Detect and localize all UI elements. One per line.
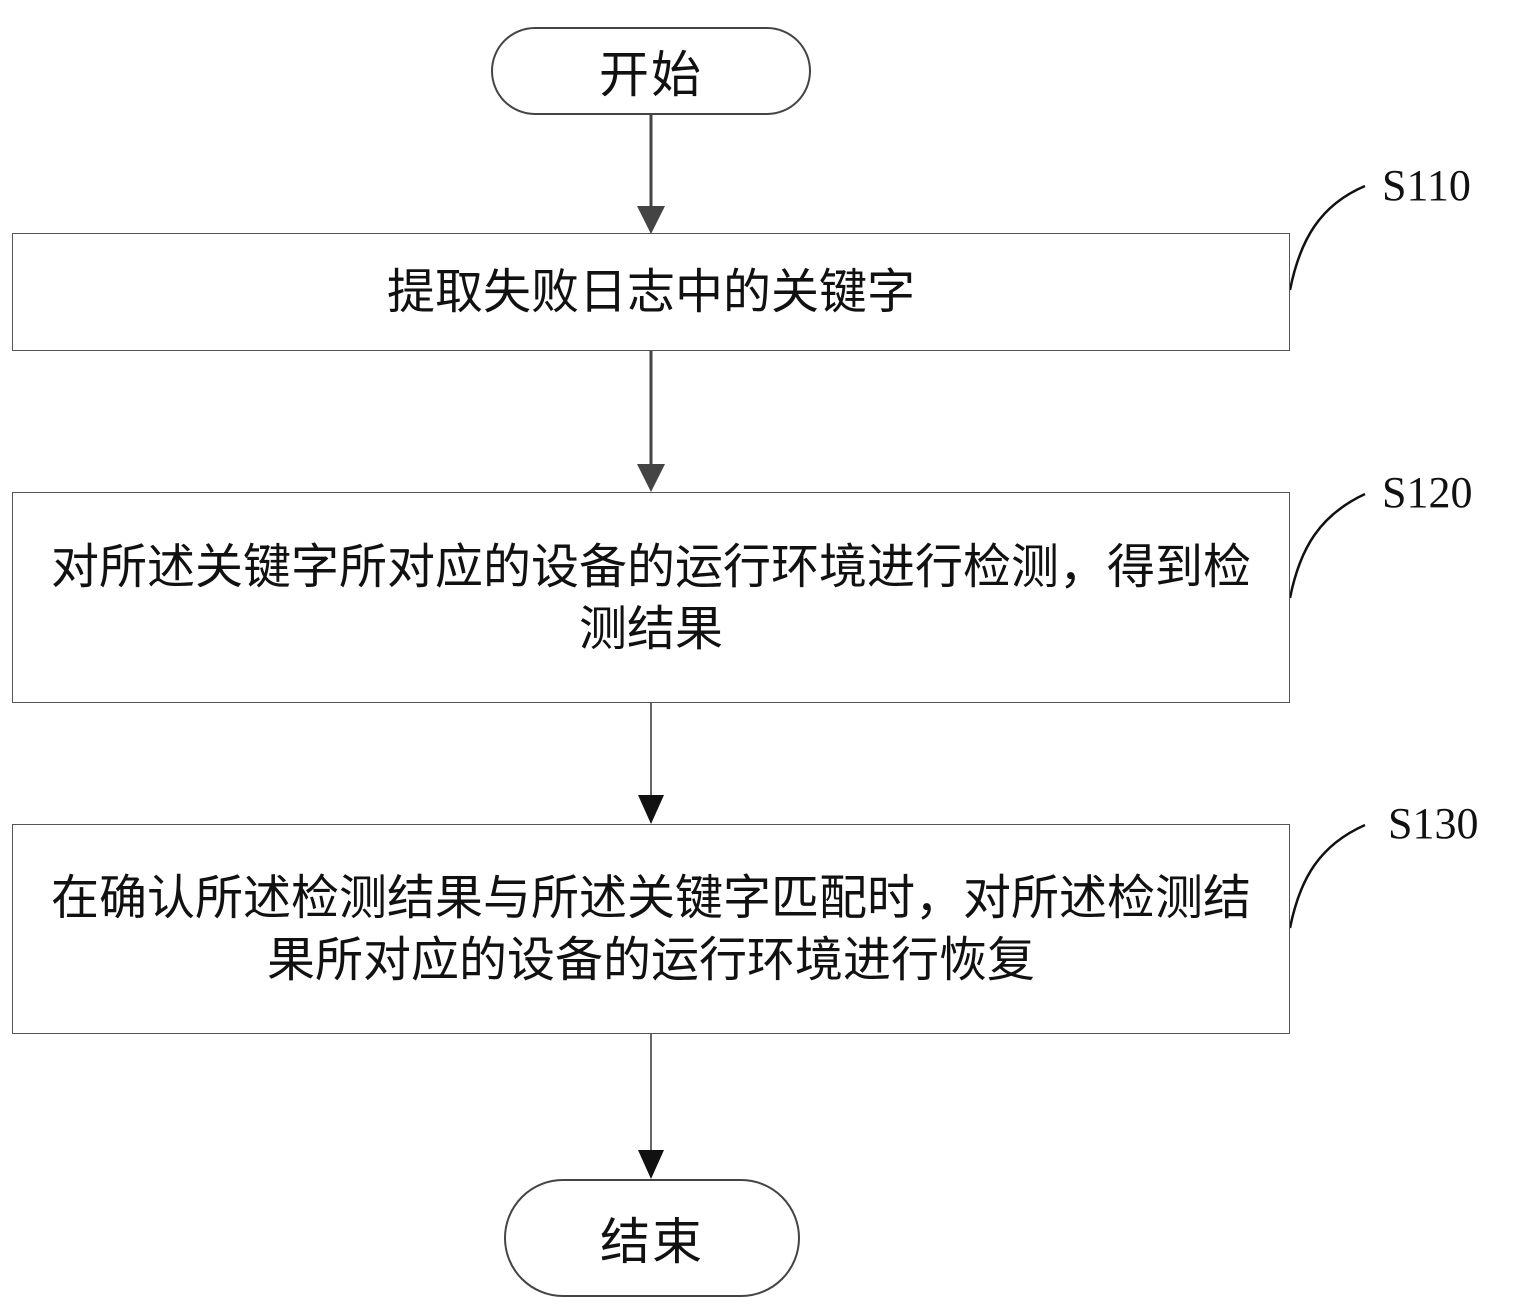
- callout-curve-s120: [1288, 492, 1366, 599]
- step-id-s120: S120: [1382, 468, 1473, 517]
- arrowhead-s120: [637, 464, 665, 492]
- step-text-s110: 提取失败日志中的关键字: [386, 264, 915, 320]
- end-node: 结束: [504, 1179, 800, 1297]
- arrowhead-end: [638, 1150, 664, 1179]
- step-id-s130: S130: [1388, 799, 1479, 848]
- step-id-s110: S110: [1382, 161, 1471, 210]
- arrowhead-s110: [637, 206, 665, 234]
- end-label: 结束: [600, 1213, 704, 1271]
- step-text-s130: 在确认所述检测结果与所述关键字匹配时，对所述检测结果所对应的设备的运行环境进行恢…: [50, 870, 1251, 988]
- step-box-s130: 在确认所述检测结果与所述关键字匹配时，对所述检测结果所对应的设备的运行环境进行恢…: [12, 824, 1290, 1034]
- start-label: 开始: [599, 46, 703, 104]
- callout-curve-s110: [1288, 184, 1366, 291]
- step-box-s120: 对所述关键字所对应的设备的运行环境进行检测，得到检测结果: [12, 492, 1290, 703]
- arrowhead-s130: [638, 795, 664, 824]
- step-text-s120: 对所述关键字所对应的设备的运行环境进行检测，得到检测结果: [50, 538, 1251, 657]
- start-node: 开始: [491, 27, 811, 115]
- step-box-s110: 提取失败日志中的关键字: [12, 233, 1290, 351]
- callout-curve-s130: [1288, 823, 1366, 929]
